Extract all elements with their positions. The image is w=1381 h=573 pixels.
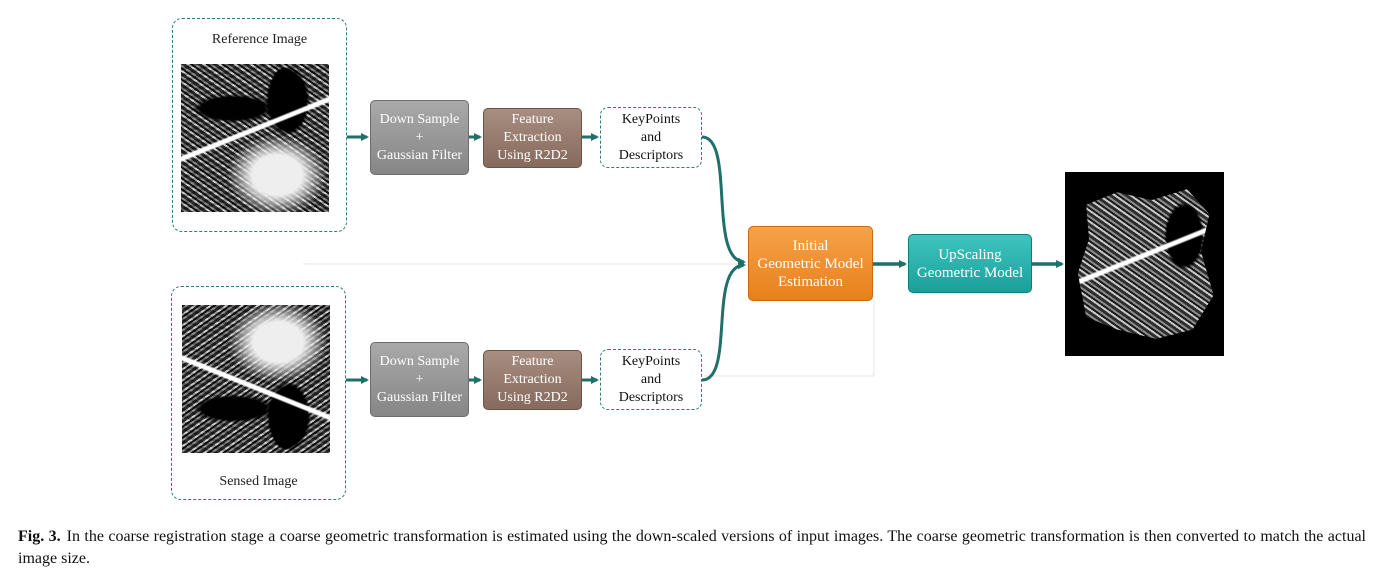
- bottom-downsample-box: Down Sample + Gaussian Filter: [370, 342, 469, 417]
- reference-image-frame: Reference Image: [172, 18, 347, 232]
- registered-output-image: [1065, 172, 1224, 356]
- bottom-keypoints-box: KeyPoints and Descriptors: [600, 349, 702, 410]
- initial-estimation-box: Initial Geometric Model Estimation: [748, 226, 873, 301]
- upscaling-box: UpScaling Geometric Model: [908, 234, 1032, 293]
- reference-image: [181, 64, 329, 212]
- top-feature-extraction-box: Feature Extraction Using R2D2: [483, 108, 582, 168]
- sensed-image-label: Sensed Image: [219, 474, 298, 489]
- caption-prefix: Fig. 3.: [18, 528, 61, 545]
- guide-line: [704, 300, 875, 377]
- curve-bottom-keypoints-to-estimation: [701, 261, 746, 382]
- registered-output-content: [1077, 189, 1214, 339]
- bottom-feature-extraction-box: Feature Extraction Using R2D2: [483, 350, 582, 410]
- sensed-image-frame: Sensed Image: [171, 286, 346, 500]
- top-keypoints-box: KeyPoints and Descriptors: [600, 107, 702, 168]
- reference-image-label: Reference Image: [211, 32, 308, 47]
- guide-line: [303, 263, 745, 265]
- curve-top-keypoints-to-estimation: [701, 135, 746, 266]
- caption-text: In the coarse registration stage a coars…: [18, 528, 1367, 567]
- top-downsample-box: Down Sample + Gaussian Filter: [370, 100, 469, 175]
- figure-caption: Fig. 3.In the coarse registration stage …: [18, 526, 1366, 570]
